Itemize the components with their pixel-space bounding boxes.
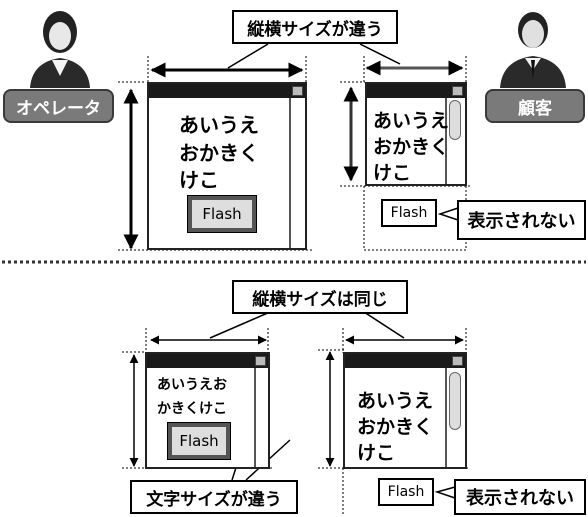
dimension-arrow-icon (129, 335, 464, 467)
bottom-size-label: 縦横サイズは同じ (232, 280, 408, 314)
customer-window-top: あいうえ おかきく けこ (365, 82, 467, 186)
bottom-callout-pointers (209, 311, 405, 339)
window-text: あいうえ おかきく けこ (373, 110, 450, 185)
flash-box-customer-top: Flash (381, 199, 437, 227)
window-scrollbar (289, 98, 305, 248)
window-text: あいうえ おかきく けこ (357, 390, 434, 465)
window-scrollbar (445, 368, 465, 467)
window-button-icon (292, 86, 303, 96)
customer-window-bottom: あいうえ おかきく けこ (343, 352, 467, 469)
top-size-label: 縦横サイズが違う (232, 10, 398, 44)
customer-label: 顧客 (485, 89, 585, 123)
customer-figure-icon (500, 12, 566, 88)
top-dotted-guides (118, 56, 470, 251)
top-not-shown-label: 表示されない (457, 200, 586, 240)
window-titlebar (147, 354, 268, 368)
window-button-icon (255, 356, 266, 366)
window-scrollbar (254, 368, 268, 467)
operator-window-top: あいうえ おかきく けこ (147, 82, 307, 250)
top-callout-pointers (227, 43, 401, 69)
flash-box-operator-top: Flash (187, 195, 257, 233)
scrollbar-thumb (449, 100, 461, 140)
scrollbar-thumb (449, 372, 461, 430)
window-button-icon (452, 86, 463, 96)
dimension-arrow-icon (123, 60, 464, 250)
bottom-not-shown-label: 表示されない (454, 479, 586, 515)
window-button-icon (452, 356, 463, 366)
flash-box-operator-bottom: Flash (167, 422, 231, 460)
window-titlebar (367, 84, 465, 98)
window-scrollbar (445, 98, 465, 184)
window-text: あいうえお かきくけこ (157, 377, 227, 417)
font-size-label: 文字サイズが違う (130, 480, 298, 514)
window-titlebar (345, 354, 465, 368)
operator-label: オペレータ (3, 89, 114, 123)
not-shown-pointers (434, 207, 459, 499)
flash-box-customer-bottom: Flash (378, 478, 434, 506)
window-titlebar (149, 84, 305, 98)
operator-figure-icon (30, 11, 90, 88)
window-text: あいうえ おかきく けこ (179, 113, 259, 193)
